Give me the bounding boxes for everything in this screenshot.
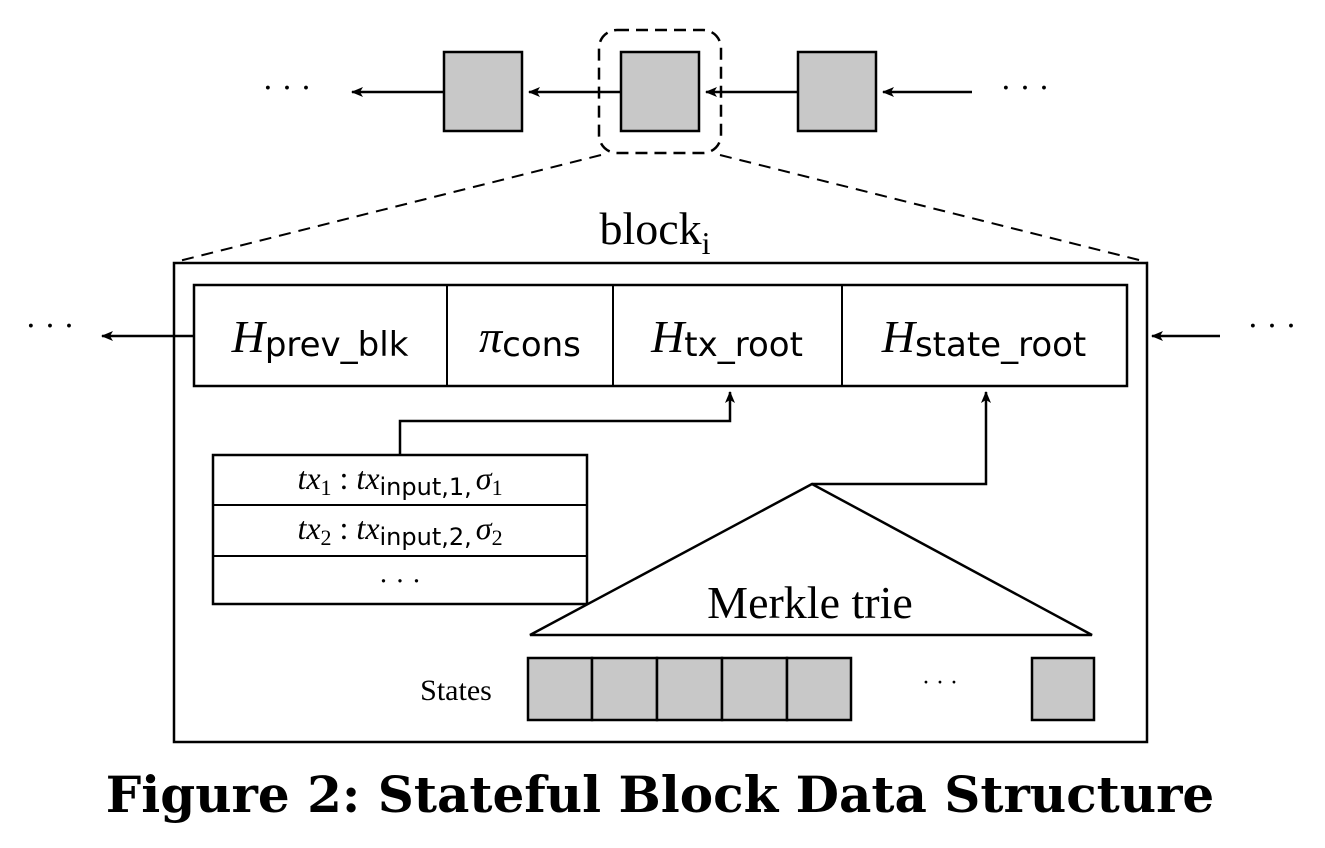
block-frame [172,261,1149,744]
merkle-trie-label: Merkle trie [707,577,913,628]
tx-to-txroot-arrow [398,391,735,455]
zoom-line-left [174,154,602,263]
chain-block-1 [442,50,524,133]
figure-caption: Figure 2: Stateful Block Data Structure [106,765,1215,824]
states-label: States [420,674,492,707]
tx-row-1: tx1:txinput,1,σ1 [297,460,502,501]
tx-row-2: tx2:txinput,2,σ2 [297,510,502,551]
chain-right-ellipsis: · · · [1001,71,1049,106]
block-right-ellipsis: · · · [1248,309,1296,344]
state-cell-5 [785,656,853,722]
states-ellipsis: · · · [923,671,958,696]
state-cell-1 [526,656,594,722]
state-cell-2 [590,656,659,722]
block-label: blocki [599,203,710,261]
state-cell-last [1030,656,1096,722]
state-cell-3 [655,656,724,722]
merkle-trie-triangle [529,482,1093,637]
header-cons-proof: πcons [479,311,581,365]
tx-table [211,453,589,606]
state-cells [526,656,853,722]
chain-left-ellipsis: · · · [263,71,311,106]
chain-block-3 [796,50,878,133]
zoom-line-right [719,154,1148,263]
header-tx-root-hash: Htx_root [650,311,803,365]
state-cell-4 [720,656,789,722]
header-prev-blk-hash: Hprev_blk [231,311,409,365]
block-header [192,283,1129,388]
chain-block-2-highlighted [619,50,701,133]
merkle-to-stateroot-arrow [812,391,991,486]
header-state-root-hash: Hstate_root [881,311,1087,365]
tx-row-ellipsis: · · · [379,567,420,597]
block-left-ellipsis: · · · [26,309,74,344]
